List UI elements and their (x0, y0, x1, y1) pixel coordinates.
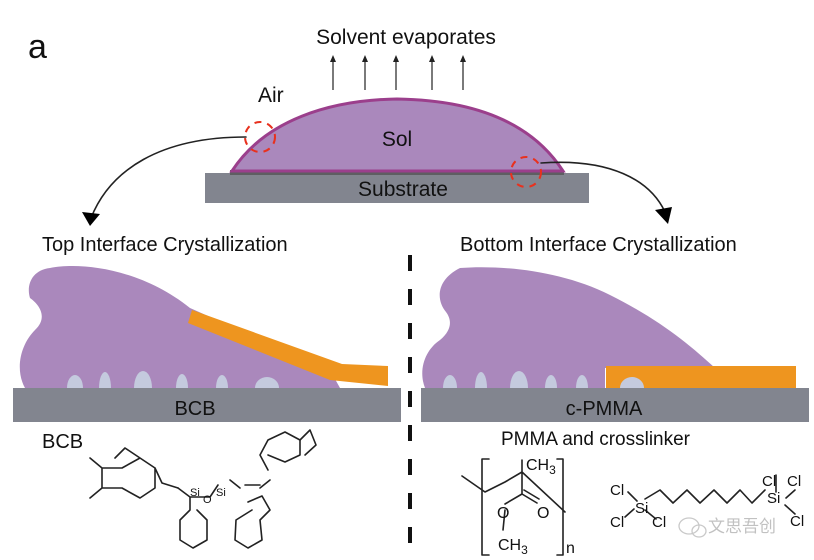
crosslinker-structure (624, 474, 796, 520)
arrow-to-top-interface (90, 136, 247, 219)
ch3-top: CH3 (526, 457, 556, 477)
repeat-n: n (566, 540, 575, 557)
wechat-icon (678, 517, 700, 535)
sol-film (19, 266, 340, 388)
pmma-structure (461, 458, 566, 556)
substrate-label: Substrate (358, 178, 448, 201)
bcb-molecule-label: BCB (42, 431, 83, 453)
cl-atom: Cl (790, 513, 804, 530)
arrow-head-icon (82, 212, 100, 226)
right-panel-title: Bottom Interface Crystallization (460, 234, 737, 256)
oxygen-atom: O (497, 505, 509, 522)
cl-atom: Cl (610, 514, 624, 531)
cl-atom: Cl (610, 482, 624, 499)
si-atom: Si (767, 490, 780, 507)
ch3-bottom: CH3 (498, 537, 528, 557)
arrow-to-bottom-interface (540, 161, 666, 213)
top-interface-highlight (244, 121, 276, 153)
arrow-head-icon (655, 207, 672, 224)
bcb-substrate-label: BCB (174, 398, 215, 420)
si-atom: Si (216, 487, 226, 499)
sol-film (422, 267, 715, 388)
c-pmma-substrate (421, 388, 809, 422)
crystal-film (606, 366, 796, 388)
cl-atom: Cl (787, 473, 801, 490)
evaporation-label: Solvent evaporates (316, 26, 496, 49)
watermark: 文思吾创 (678, 517, 776, 538)
sol-label: Sol (382, 128, 412, 151)
bottom-interface-highlight (510, 156, 542, 188)
crystal-film (188, 310, 388, 386)
panel-label: a (28, 28, 47, 66)
si-atom: Si (190, 487, 200, 499)
c-pmma-substrate-label: c-PMMA (566, 398, 643, 420)
evaporation-arrows (330, 55, 466, 90)
cl-atom: Cl (652, 514, 666, 531)
top-scheme: Solvent evaporates Air Sol Substrate (82, 26, 672, 226)
left-panel-title: Top Interface Crystallization (42, 234, 288, 256)
right-panel: Bottom Interface Crystallization c-PMMA … (421, 234, 809, 557)
si-atom: Si (635, 500, 648, 517)
air-label: Air (258, 84, 284, 107)
o-atom: O (203, 494, 212, 506)
watermark-text: 文思吾创 (708, 517, 776, 537)
oxygen-atom: O (537, 505, 549, 522)
sol-droplet (229, 97, 566, 173)
pmma-crosslinker-label: PMMA and crosslinker (501, 429, 691, 450)
bcb-structure (89, 429, 317, 549)
substrate (205, 173, 589, 203)
cl-atom: Cl (762, 473, 776, 490)
bcb-substrate (13, 388, 401, 422)
left-panel: Top Interface Crystallization BCB BCB Si… (13, 234, 401, 549)
